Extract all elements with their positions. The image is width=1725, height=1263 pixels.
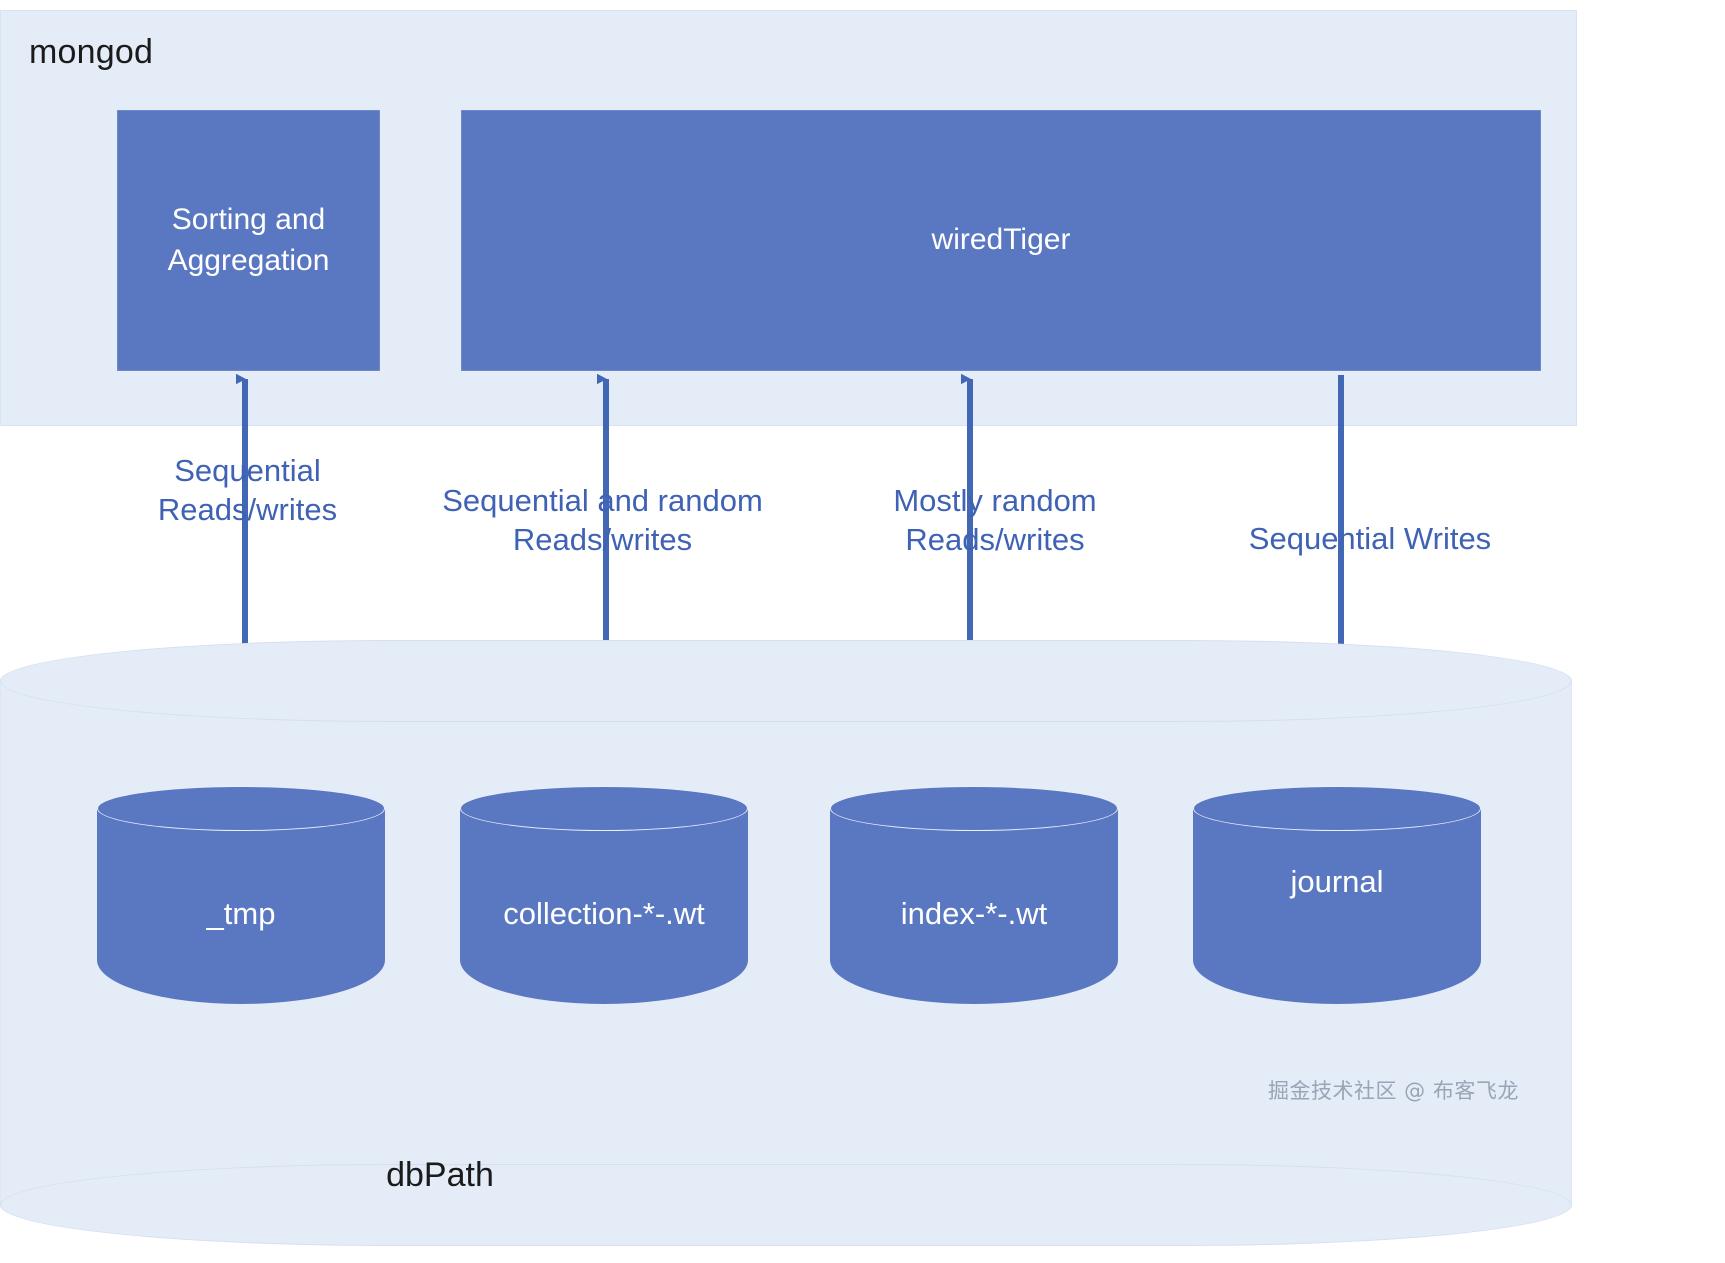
store-cylinder-tmp[interactable]: _tmp xyxy=(97,786,385,1026)
flow-label-tmp: Sequential Reads/writes xyxy=(157,453,338,527)
cylinder-body xyxy=(97,808,385,1004)
store-cylinder-index[interactable]: index-*-.wt xyxy=(830,786,1118,1026)
mongod-title: mongod xyxy=(29,33,154,71)
wiredtiger-label: wiredTiger xyxy=(931,223,1071,257)
cylinder-top xyxy=(97,786,385,831)
store-label-tmp: _tmp xyxy=(206,896,276,931)
store-cylinder-collection[interactable]: collection-*-.wt xyxy=(460,786,748,1026)
cylinder-top xyxy=(460,786,748,831)
cylinder-body xyxy=(830,808,1118,1004)
dbpath-label: dbPath xyxy=(386,1156,494,1194)
cylinder-body xyxy=(1193,808,1481,1004)
dbpath-bottom-ellipse xyxy=(0,1164,1572,1246)
dbpath-top-ellipse xyxy=(0,640,1572,722)
store-label-journal: journal xyxy=(1290,864,1384,899)
watermark: 掘金技术社区 @ 布客飞龙 xyxy=(1268,1079,1519,1103)
store-label-collection: collection-*-.wt xyxy=(503,896,705,931)
store-label-index: index-*-.wt xyxy=(900,896,1048,931)
cylinder-body xyxy=(460,808,748,1004)
store-cylinder-journal[interactable]: journal xyxy=(1193,786,1481,1026)
flow-label-journal: Sequential Writes xyxy=(1248,521,1492,556)
wiredtiger-box[interactable]: wiredTiger xyxy=(461,110,1541,371)
sorting-aggregation-box[interactable]: Sorting and Aggregation xyxy=(117,110,380,371)
cylinder-top xyxy=(1193,786,1481,831)
flow-label-index: Mostly random Reads/writes xyxy=(893,483,1097,557)
sorting-aggregation-label: Sorting and Aggregation xyxy=(167,203,330,277)
flow-label-collection: Sequential and random Reads/writes xyxy=(442,483,763,557)
cylinder-top xyxy=(830,786,1118,831)
